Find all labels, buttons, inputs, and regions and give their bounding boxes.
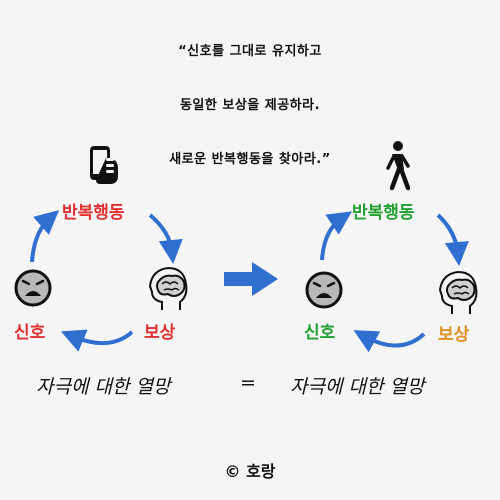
right-arrow-reward-to-cue [353, 330, 426, 353]
copyright-symbol: © [224, 462, 241, 481]
sad-face-icon [14, 269, 52, 307]
quote-line-1: “신호를 그대로 유지하고 [178, 44, 322, 59]
left-arrow-routine-to-reward [148, 213, 183, 264]
equation-right: 자극에 대한 열망 [290, 376, 425, 398]
quote-line-2: 동일한 보상을 제공하라. [179, 98, 321, 113]
left-cue-label: 신호 [14, 323, 46, 343]
right-cue-label: 신호 [304, 323, 336, 343]
right-reward-label: 보상 [438, 325, 470, 345]
left-reward-label: 보상 [144, 323, 176, 343]
right-arrow-icon [224, 262, 278, 296]
left-arrow-cue-to-routine [30, 210, 60, 263]
quote-line-3: 새로운 반복행동을 찾아라.” [169, 152, 331, 167]
equation-operator: = [240, 372, 256, 394]
author-name: 호랑 [246, 462, 276, 481]
brain-head-icon [148, 266, 188, 310]
brain-head-icon [438, 270, 478, 314]
right-arrow-routine-to-reward [436, 213, 469, 266]
sad-face-icon [305, 271, 343, 309]
phone-hand-icon [90, 146, 118, 184]
right-arrow-cue-to-routine [320, 211, 352, 261]
left-routine-label: 반복행동 [62, 203, 125, 223]
walking-person-icon [386, 141, 411, 191]
left-arrow-reward-to-cue [60, 329, 134, 352]
right-routine-label: 반복행동 [352, 203, 415, 223]
copyright-footer: © 호랑 [0, 458, 500, 482]
equation-left: 자극에 대한 열망 [36, 376, 171, 398]
